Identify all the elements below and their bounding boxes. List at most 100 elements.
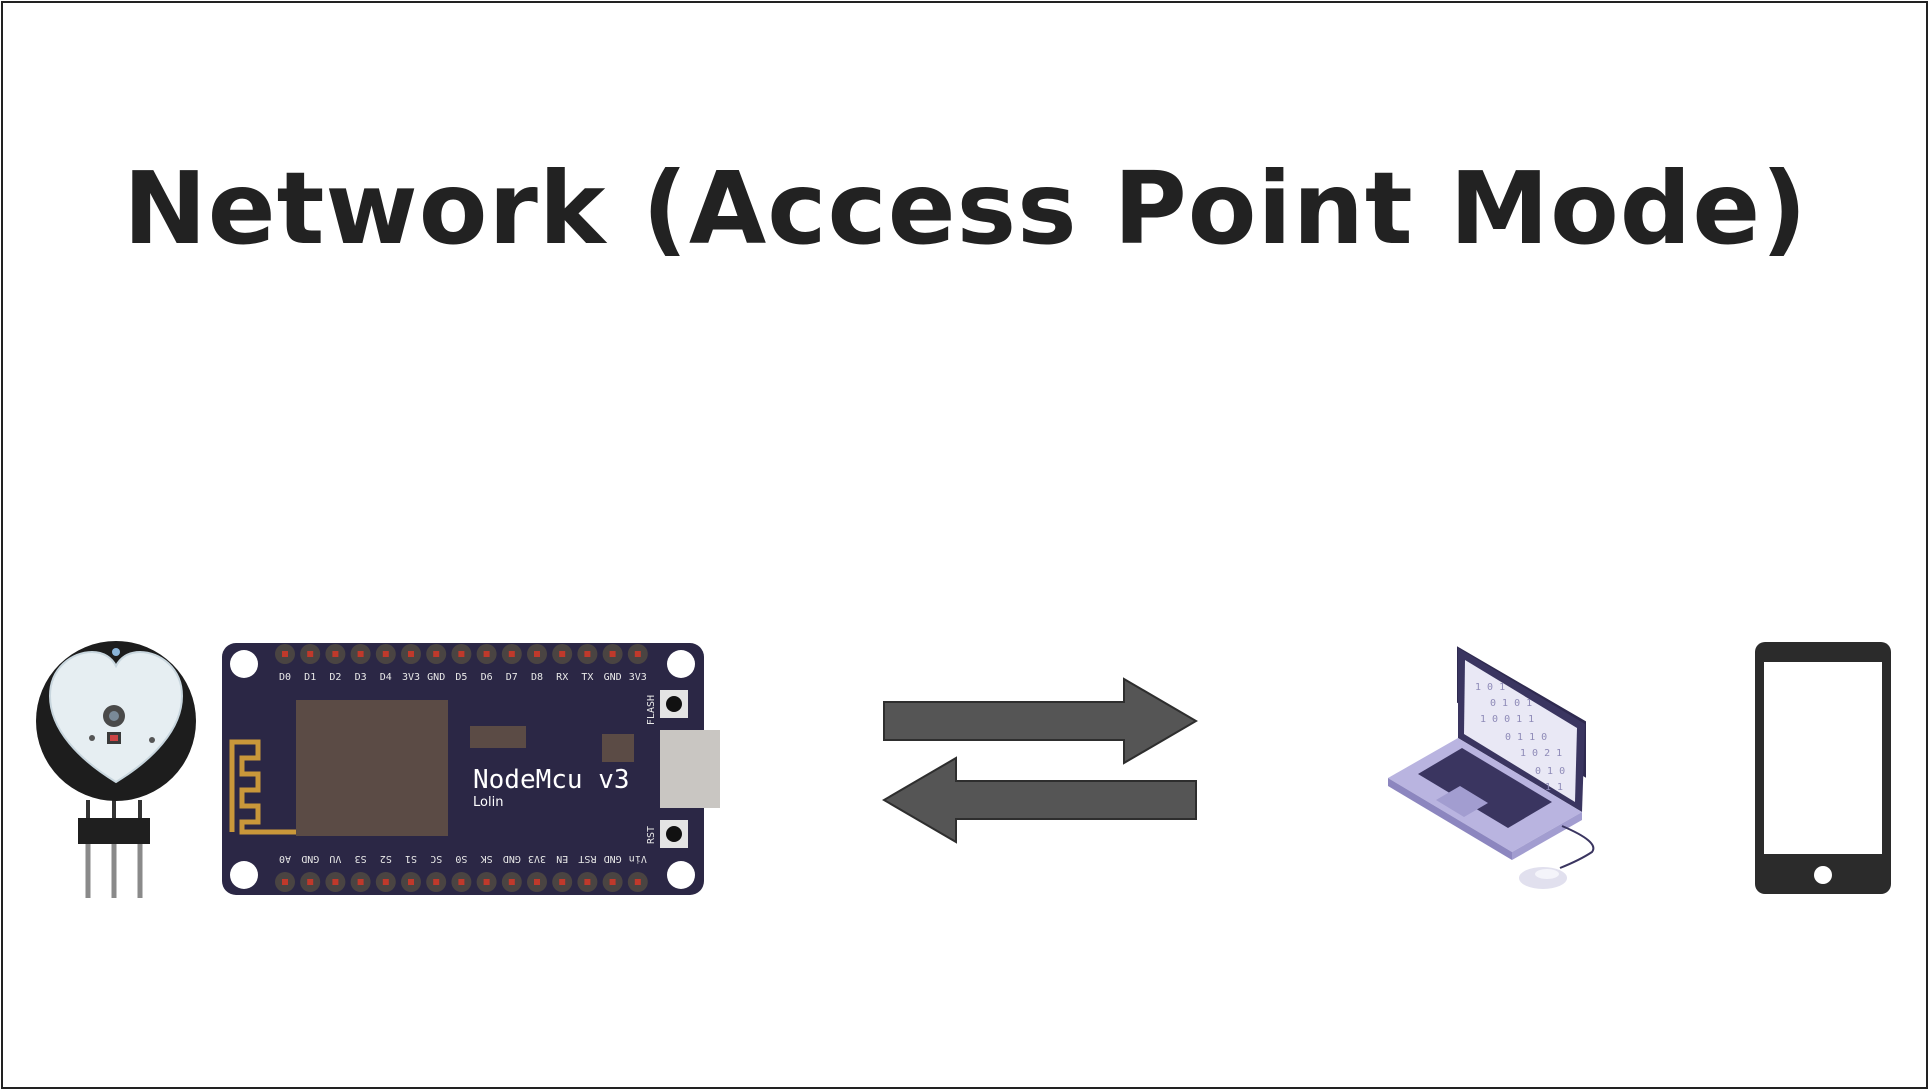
top-pin-dot [408,651,414,657]
board-subtitle: Lolin [473,795,503,810]
bottom-pin-label: EN [556,853,568,864]
bottom-pin-dot [332,879,339,885]
screen-binary-pattern: 1 0 1 0 1 0 1 1 0 0 1 1 0 1 1 0 1 0 2 1 … [1475,682,1565,793]
phone-screen [1764,662,1882,854]
bottom-pin-label: 3V3 [528,853,546,864]
laptop-screen [1464,660,1577,802]
bottom-pin-dot [508,879,515,885]
bottom-pin-dot [408,879,414,885]
top-pin-label: D2 [329,672,341,683]
bottom-pin-dot [634,879,641,885]
bottom-pin-dot [458,879,465,885]
bidirectional-arrows-icon [882,677,1198,844]
bottom-pin-dot [584,879,591,885]
top-pin-dot [332,651,339,657]
top-pin-dot [534,651,540,657]
bottom-pin-label: RST [578,853,596,864]
top-pin-dot [483,651,490,657]
top-pin-labels: D0 D1 D2 D3 D4 3V3 GND D5 D6 D7 D8 RX TX GND 3V3 [279,672,647,683]
bottom-pin-label: SK [481,853,493,864]
bottom-pin-dot [307,879,314,885]
mouse-cable [1559,825,1595,869]
bottom-pin-dot [357,879,364,885]
top-pin-label: GND [427,672,445,683]
bottom-pin-label: GND [503,853,521,864]
bottom-pin-dot [534,879,540,885]
wifi-antenna-trace [229,739,296,835]
sensor-header [78,818,150,844]
svg-text:1 1: 1 1 [1545,782,1563,793]
flash-label: FLASH [646,695,657,725]
board-component [602,734,634,762]
top-pin-dot [584,651,591,657]
svg-text:1 0 1: 1 0 1 [1475,682,1505,693]
mount-hole [230,650,258,678]
bottom-pin-label: S0 [455,853,467,864]
bottom-pin-label: GND [301,853,319,864]
top-pin-dot [433,651,440,657]
top-pin-label: D4 [380,672,392,683]
top-pin-label: 3V3 [402,672,420,683]
bottom-pin-label: Vin [629,853,647,864]
laptop-icon: 1 0 1 0 1 0 1 1 0 0 1 1 0 1 1 0 1 0 2 1 … [1388,646,1595,889]
bottom-pin-label: SC [430,853,442,864]
top-pin-label: D8 [531,672,543,683]
top-pin-dot [508,651,515,657]
bottom-pin-dot [609,879,616,885]
bottom-pin-dot [282,879,288,885]
esp-chip [296,700,448,836]
phone-home-button [1814,866,1832,884]
bottom-pin-label: A0 [279,853,291,864]
top-pin-dot [307,651,314,657]
svg-text:1 0 2 1: 1 0 2 1 [1520,748,1562,759]
bottom-pin-dot [433,879,440,885]
top-pin-label: D6 [481,672,493,683]
top-pin-label: D1 [304,672,316,683]
svg-text:0 1 1 0: 0 1 1 0 [1505,732,1547,743]
svg-text:0 1 0 1: 0 1 0 1 [1490,698,1532,709]
top-pin-label: GND [604,672,622,683]
top-pin-dot [609,651,616,657]
top-pin-label: 3V3 [629,672,647,683]
diagram-title: Network (Access Point Mode) [123,150,1808,267]
svg-text:0 1 0: 0 1 0 [1535,766,1565,777]
top-pin-label: TX [581,672,593,683]
top-pin-label: D5 [455,672,467,683]
mount-hole [667,861,695,889]
bottom-pin-dot [559,879,566,885]
mount-hole [667,650,695,678]
svg-text:1 0 0 1 1: 1 0 0 1 1 [1480,714,1534,725]
arrow-left [882,756,1197,844]
bottom-pin-label: VU [329,853,341,864]
pulse-sensor-icon [36,641,196,898]
bottom-pin-label: S3 [355,853,367,864]
laptop-keyboard [1418,748,1552,828]
top-pin-label: D0 [279,672,291,683]
top-pin-dot [382,651,389,657]
top-pin-row [275,644,648,664]
top-pin-dot [357,651,364,657]
bottom-pin-dot [483,879,490,885]
top-pin-dot [282,651,288,657]
rst-label: RST [646,826,657,844]
top-pin-label: RX [556,672,568,683]
bottom-pin-row [275,872,648,892]
bottom-pin-label: GND [604,853,622,864]
top-pin-label: D7 [506,672,518,683]
top-pin-dot [458,651,465,657]
board-name: NodeMcu v3 [473,765,630,795]
mount-hole [230,861,258,889]
top-pin-dot [634,651,641,657]
smartphone-icon [1755,642,1891,894]
bottom-pin-dot [382,879,389,885]
top-pin-label: D3 [355,672,367,683]
bottom-pin-label: S1 [405,853,417,864]
board-component [470,726,526,748]
usb-port [660,730,720,808]
arrow-right [883,677,1198,765]
top-pin-dot [559,651,566,657]
